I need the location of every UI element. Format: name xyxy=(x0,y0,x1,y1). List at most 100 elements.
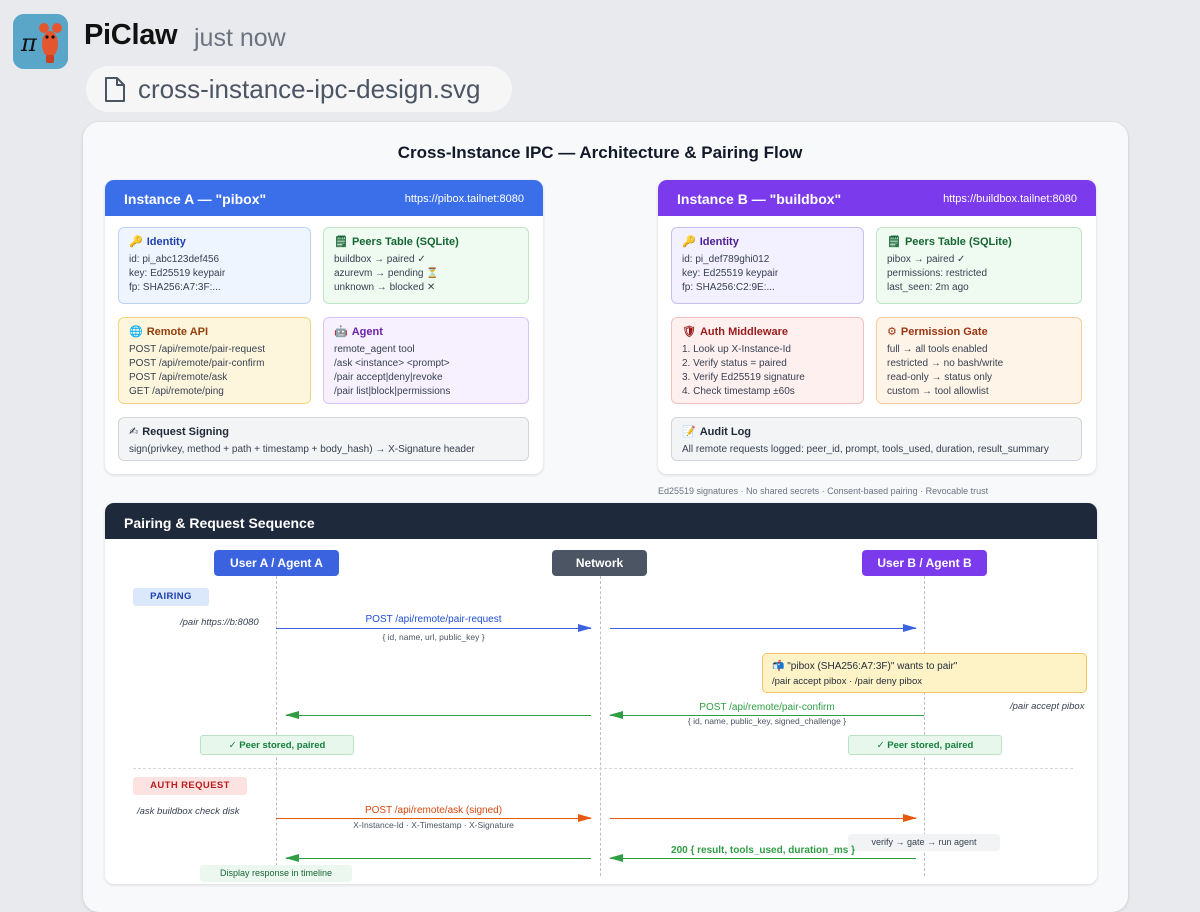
agent-title: Agent xyxy=(351,326,383,338)
sender-avatar[interactable]: π xyxy=(13,14,68,69)
message-timestamp: just now xyxy=(194,24,286,52)
audit-log-box: 📝Audit Log All remote requests logged: p… xyxy=(671,417,1082,461)
peer-stored-a: ✓ Peer stored, paired xyxy=(200,735,354,755)
ask-request-label: POST /api/remote/ask (signed) xyxy=(364,805,503,816)
gate-line: custom → tool allowlist xyxy=(887,386,989,397)
identity-title: Identity xyxy=(699,236,739,248)
auth-middleware-box: 🛡Auth Middleware 1. Look up X-Instance-I… xyxy=(671,317,864,404)
arrow-ask-forward xyxy=(610,813,917,822)
audit-line: All remote requests logged: peer_id, pro… xyxy=(682,444,1049,455)
permission-gate-box: ⚙Permission Gate full → all tools enable… xyxy=(876,317,1082,404)
display-note: Display response in timeline xyxy=(200,865,352,882)
identity-box-a: 🔑Identity id: pi_abc123def456 key: Ed255… xyxy=(118,227,311,304)
lifeline-a xyxy=(276,576,277,876)
peer-line: pibox → paired ✓ xyxy=(887,254,966,265)
arrow-pair-confirm xyxy=(609,710,924,719)
gate-line: read-only → status only xyxy=(887,372,993,383)
agent-line: /ask <instance> <prompt> xyxy=(334,358,450,369)
writing-hand-icon: ✍ xyxy=(129,426,139,438)
identity-box-b: 🔑Identity id: pi_def789ghi012 key: Ed255… xyxy=(671,227,864,304)
gate-title: Permission Gate xyxy=(900,326,988,338)
api-line: POST /api/remote/ask xyxy=(129,372,228,383)
key-icon: 🔑 xyxy=(129,236,143,248)
diagram-title: Cross-Instance IPC — Architecture & Pair… xyxy=(397,143,803,162)
sequence-title: Pairing & Request Sequence xyxy=(124,515,315,531)
remote-api-title: Remote API xyxy=(146,326,209,338)
remote-api-box: 🌐Remote API POST /api/remote/pair-reques… xyxy=(118,317,311,404)
pair-consent-prompt: 📬 "pibox (SHA256:A7:3F)" wants to pair" … xyxy=(762,653,1087,693)
identity-line: key: Ed25519 keypair xyxy=(129,268,226,279)
peers-title: Peers Table (SQLite) xyxy=(351,236,459,248)
robot-icon: 🤖 xyxy=(334,326,348,338)
instance-b-panel: Instance B — "buildbox" https://buildbox… xyxy=(658,180,1096,474)
attachment-chip[interactable]: cross-instance-ipc-design.svg xyxy=(86,66,512,112)
instance-a-url: https://pibox.tailnet:8080 xyxy=(404,193,524,205)
auth-line: 4. Check timestamp ±60s xyxy=(682,386,795,397)
auth-request-label: AUTH REQUEST xyxy=(133,777,247,795)
key-icon: 🔑 xyxy=(682,236,696,248)
file-icon xyxy=(105,77,125,102)
instance-a-name: Instance A — "pibox" xyxy=(124,191,267,207)
agent-box: 🤖Agent remote_agent tool /ask <instance>… xyxy=(323,317,529,404)
actor-user-b: User B / Agent B xyxy=(862,550,987,576)
verify-note: verify → gate → run agent xyxy=(848,834,1000,851)
pair-command: /pair https://b:8080 xyxy=(180,617,259,628)
api-line: POST /api/remote/pair-confirm xyxy=(129,358,265,369)
identity-line: id: pi_abc123def456 xyxy=(129,254,220,265)
globe-icon: 🌐 xyxy=(129,326,143,338)
audit-title: Audit Log xyxy=(699,426,752,438)
pair-request-body: { id, name, url, public_key } xyxy=(382,632,485,642)
notepad-icon: 🗒 xyxy=(334,236,348,248)
sequence-header: Pairing & Request Sequence xyxy=(105,503,1097,539)
auth-title: Auth Middleware xyxy=(699,326,788,338)
peer-line: permissions: restricted xyxy=(887,268,988,279)
gate-line: restricted → no bash/write xyxy=(887,358,1004,369)
peers-box-a: 🗒Peers Table (SQLite) buildbox → paired … xyxy=(323,227,529,304)
lobster-pi-icon: π xyxy=(13,14,68,69)
actor-user-a: User A / Agent A xyxy=(214,550,339,576)
gear-icon: ⚙ xyxy=(887,326,897,338)
ask-headers: X-Instance-Id · X-Timestamp · X-Signatur… xyxy=(353,820,514,830)
peer-stored-b: ✓ Peer stored, paired xyxy=(848,735,1002,755)
instance-b-url: https://buildbox.tailnet:8080 xyxy=(943,193,1077,205)
pairing-label: PAIRING xyxy=(133,588,209,606)
identity-line: fp: SHA256:C2:9E:... xyxy=(682,282,775,293)
notepad-icon: 🗒 xyxy=(887,236,901,248)
peers-title: Peers Table (SQLite) xyxy=(904,236,1012,248)
prompt-actions: /pair accept pibox · /pair deny pibox xyxy=(772,676,922,687)
identity-line: fp: SHA256:A7:3F:... xyxy=(129,282,221,293)
arrow-ask-request xyxy=(276,813,592,822)
identity-line: key: Ed25519 keypair xyxy=(682,268,779,279)
peers-box-b: 🗒Peers Table (SQLite) pibox → paired ✓ p… xyxy=(876,227,1082,304)
identity-line: id: pi_def789ghi012 xyxy=(682,254,770,265)
shield-icon: 🛡 xyxy=(682,326,696,338)
peer-line: last_seen: 2m ago xyxy=(887,282,969,293)
section-divider xyxy=(133,768,1073,769)
pair-request-label: POST /api/remote/pair-request xyxy=(365,614,502,625)
svg-text:π: π xyxy=(20,29,38,57)
pair-confirm-body: { id, name, public_key, signed_challenge… xyxy=(687,716,847,726)
lifeline-b xyxy=(924,576,925,876)
auth-line: 3. Verify Ed25519 signature xyxy=(682,372,805,383)
actor-network: Network xyxy=(552,550,647,576)
arrow-pair-request xyxy=(276,623,592,632)
response-label: 200 { result, tools_used, duration_ms } xyxy=(671,845,855,856)
gate-line: full → all tools enabled xyxy=(887,344,988,355)
instance-a-header: Instance A — "pibox" https://pibox.tailn… xyxy=(105,180,543,216)
diagram-caption: Ed25519 signatures · No shared secrets ·… xyxy=(658,486,989,496)
arrow-response-return xyxy=(285,853,591,862)
diagram-preview[interactable]: Cross-Instance IPC — Architecture & Pair… xyxy=(83,122,1128,912)
arrow-response xyxy=(609,853,916,862)
mailbox-icon: 📬 xyxy=(772,661,785,672)
pair-confirm-label: POST /api/remote/pair-confirm xyxy=(699,702,835,713)
memo-icon: 📝 xyxy=(682,426,696,438)
identity-title: Identity xyxy=(146,236,186,248)
ask-command: /ask buildbox check disk xyxy=(137,806,240,817)
instance-b-header: Instance B — "buildbox" https://buildbox… xyxy=(658,180,1096,216)
sequence-panel: Pairing & Request Sequence User A / Agen… xyxy=(105,503,1097,884)
api-line: POST /api/remote/pair-request xyxy=(129,344,265,355)
auth-line: 2. Verify status = paired xyxy=(682,358,787,369)
pair-accept-command: /pair accept pibox xyxy=(1010,701,1085,712)
prompt-title: "pibox (SHA256:A7:3F)" wants to pair" xyxy=(787,661,958,672)
arrow-pair-confirm-return xyxy=(285,710,591,719)
